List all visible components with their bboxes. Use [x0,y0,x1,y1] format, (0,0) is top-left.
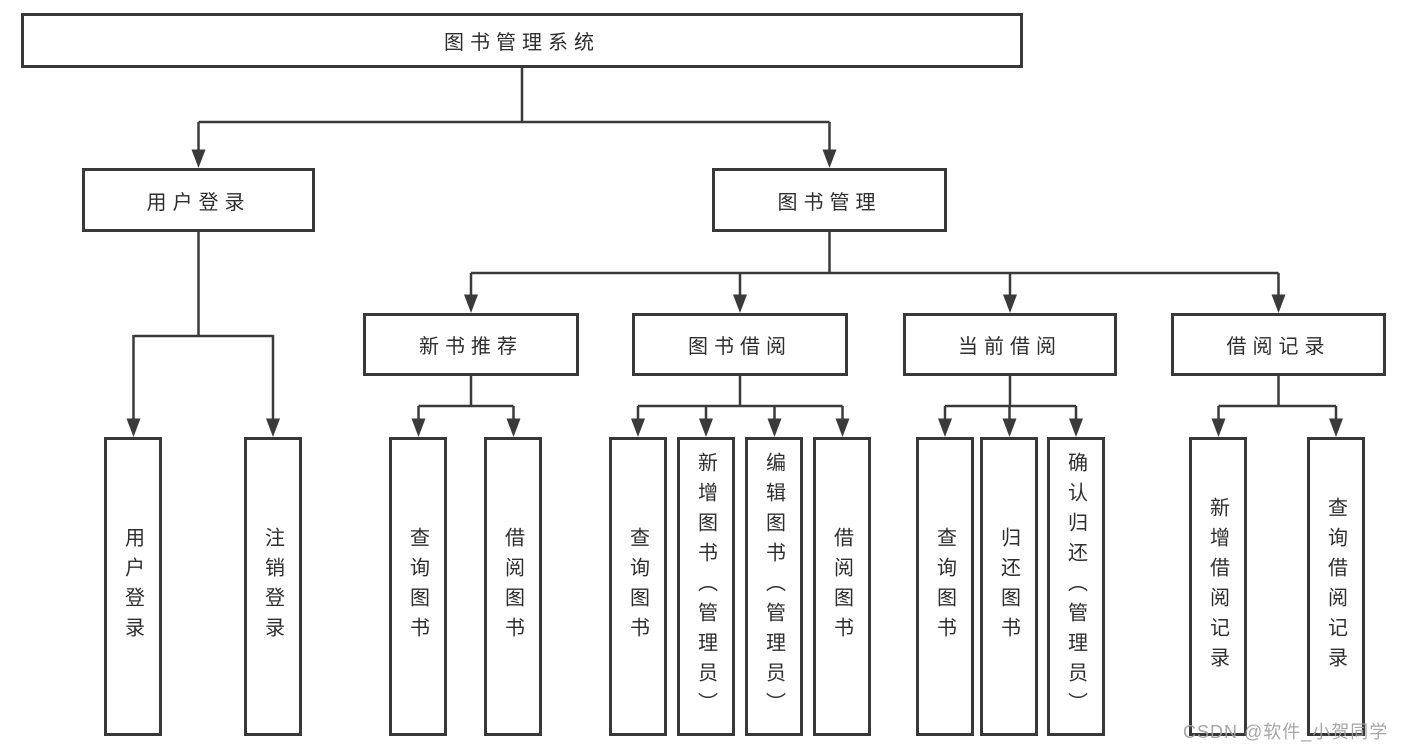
leaf-edit-book-admin: 编辑图书（管理员） [745,437,803,736]
leaf-query-book-2: 查询图书 [609,437,667,736]
leaf-query-book-3: 查询图书 [916,437,974,736]
arrow-down-icon [266,418,280,437]
arrow-down-icon [631,418,645,437]
leaf-borrow-book-2: 借阅图书 [813,437,871,736]
arrow-down-icon [1069,418,1083,437]
leaf-confirm-return-admin: 确认归还（管理员） [1047,437,1105,736]
leaf-logout: 注销登录 [244,437,302,736]
node-current-borrow: 当前借阅 [903,313,1117,376]
arrow-down-icon [733,294,747,313]
arrow-down-icon [191,149,206,168]
arrow-down-icon [835,418,850,437]
arrow-down-icon [1211,418,1226,437]
arrow-down-icon [126,418,141,437]
node-book-management: 图书管理 [712,168,947,232]
node-book-borrow: 图书借阅 [632,313,848,376]
connector-book-mgmt-to-level3 [469,232,1280,296]
leaf-query-borrow-record: 查询借阅记录 [1307,437,1365,736]
node-root: 图书管理系统 [21,13,1023,68]
arrow-down-icon [767,418,782,437]
arrow-down-icon [1002,418,1017,437]
leaf-return-book: 归还图书 [980,437,1038,736]
connector-current-borrow-to-leaves [943,376,1078,420]
arrow-down-icon [506,418,521,437]
connector-new-book-to-leaves [417,376,515,420]
arrow-down-icon [464,294,478,313]
leaf-add-book-admin: 新增图书（管理员） [677,437,735,736]
arrowheads [126,149,1343,437]
arrow-down-icon [699,418,713,437]
leaf-borrow-book-1: 借阅图书 [484,437,542,736]
arrow-down-icon [1271,294,1286,313]
connector-book-borrow-to-leaves [636,376,844,420]
arrow-down-icon [1329,418,1343,437]
connector-borrow-records-to-leaves [1217,376,1338,420]
connector-user-login-to-leaves [132,232,275,420]
connector-root-to-level2 [197,68,831,151]
node-new-book-recommend: 新书推荐 [363,313,579,376]
leaf-user-login: 用户登录 [104,437,162,736]
arrow-down-icon [822,149,837,168]
arrow-down-icon [411,418,426,437]
arrow-down-icon [938,418,952,437]
arrow-down-icon [1003,294,1017,313]
leaf-add-borrow-record: 新增借阅记录 [1189,437,1247,736]
node-borrow-records: 借阅记录 [1171,313,1386,376]
leaf-query-book-1: 查询图书 [389,437,447,736]
node-user-login: 用户登录 [82,168,315,232]
watermark: CSDN @软件_小贺同学 [1183,722,1389,742]
